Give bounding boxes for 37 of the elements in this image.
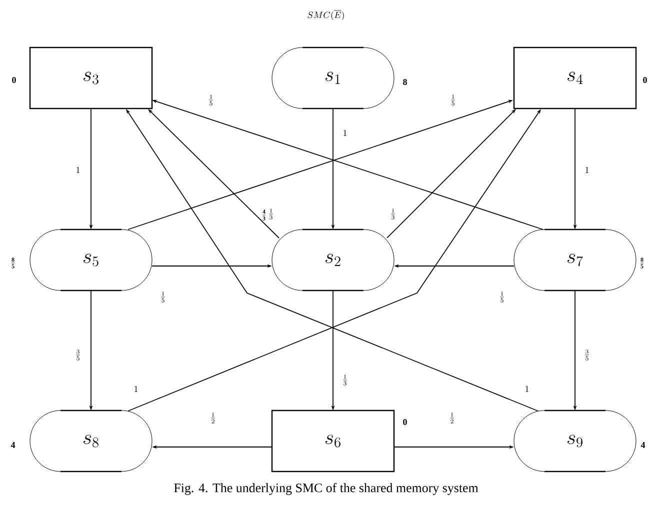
node-weight: $\mathbf{0}$ xyxy=(403,418,407,426)
state-node: $s_5$ xyxy=(30,228,152,292)
title: $SMC(\overline{E})$ xyxy=(308,10,344,20)
edge-label: $1$ xyxy=(74,166,82,174)
edge-label: $\frac{1}{3}$ xyxy=(266,208,276,220)
edge-label: $1$ xyxy=(524,385,530,393)
edge-label: $\frac{1}{2}$ xyxy=(448,412,456,424)
node-weight: $\mathbf{4}$ xyxy=(640,442,646,448)
edge-label: $\frac{1}{3}$ xyxy=(388,208,398,220)
state-box: $s_3$ xyxy=(29,46,153,110)
state-box: $s_4$ xyxy=(513,46,637,110)
state-node: $s_8$ xyxy=(30,410,152,472)
state-node: $s_2$ xyxy=(272,228,394,292)
node-weight: $\mathbf{\frac{4}{3}}$ xyxy=(262,210,266,220)
caption: Fig. 4. The underlying SMC of the shared memory system xyxy=(174,483,478,495)
node-weight: $\mathbf{0}$ xyxy=(643,76,647,84)
node-weight: $\mathbf{8}$ xyxy=(403,78,407,86)
state-node: $s_7$ xyxy=(514,228,636,292)
edge-label: $1$ xyxy=(584,166,590,174)
edge-label: $1$ xyxy=(342,129,348,137)
state-node: $s_9$ xyxy=(514,410,636,472)
edge-label: $\frac{1}{5}$ xyxy=(158,290,168,304)
edge-label: $\frac{1}{5}$ xyxy=(448,94,458,106)
node-weight: $\mathbf{4}$ xyxy=(10,442,16,448)
node-weight: $\mathbf{\frac{8}{5}}$ xyxy=(640,258,644,268)
state-node: $s_1$ xyxy=(272,46,394,110)
edge-label: $\frac{3}{5}$ xyxy=(582,348,592,362)
state-box: $s_6$ xyxy=(271,410,395,472)
node-weight: $\mathbf{0}$ xyxy=(12,76,16,84)
edge-label: $\frac{1}{2}$ xyxy=(208,412,218,424)
node-weight: $\mathbf{\frac{8}{5}}$ xyxy=(12,258,14,268)
edge-label: $\frac{1}{5}$ xyxy=(206,94,216,106)
edge-label: $\frac{3}{5}$ xyxy=(74,348,82,362)
arrow xyxy=(386,109,516,238)
edge-label: $1$ xyxy=(132,385,140,393)
edge-label: $\frac{1}{5}$ xyxy=(498,290,506,304)
edge-label: $\frac{1}{3}$ xyxy=(340,374,350,386)
